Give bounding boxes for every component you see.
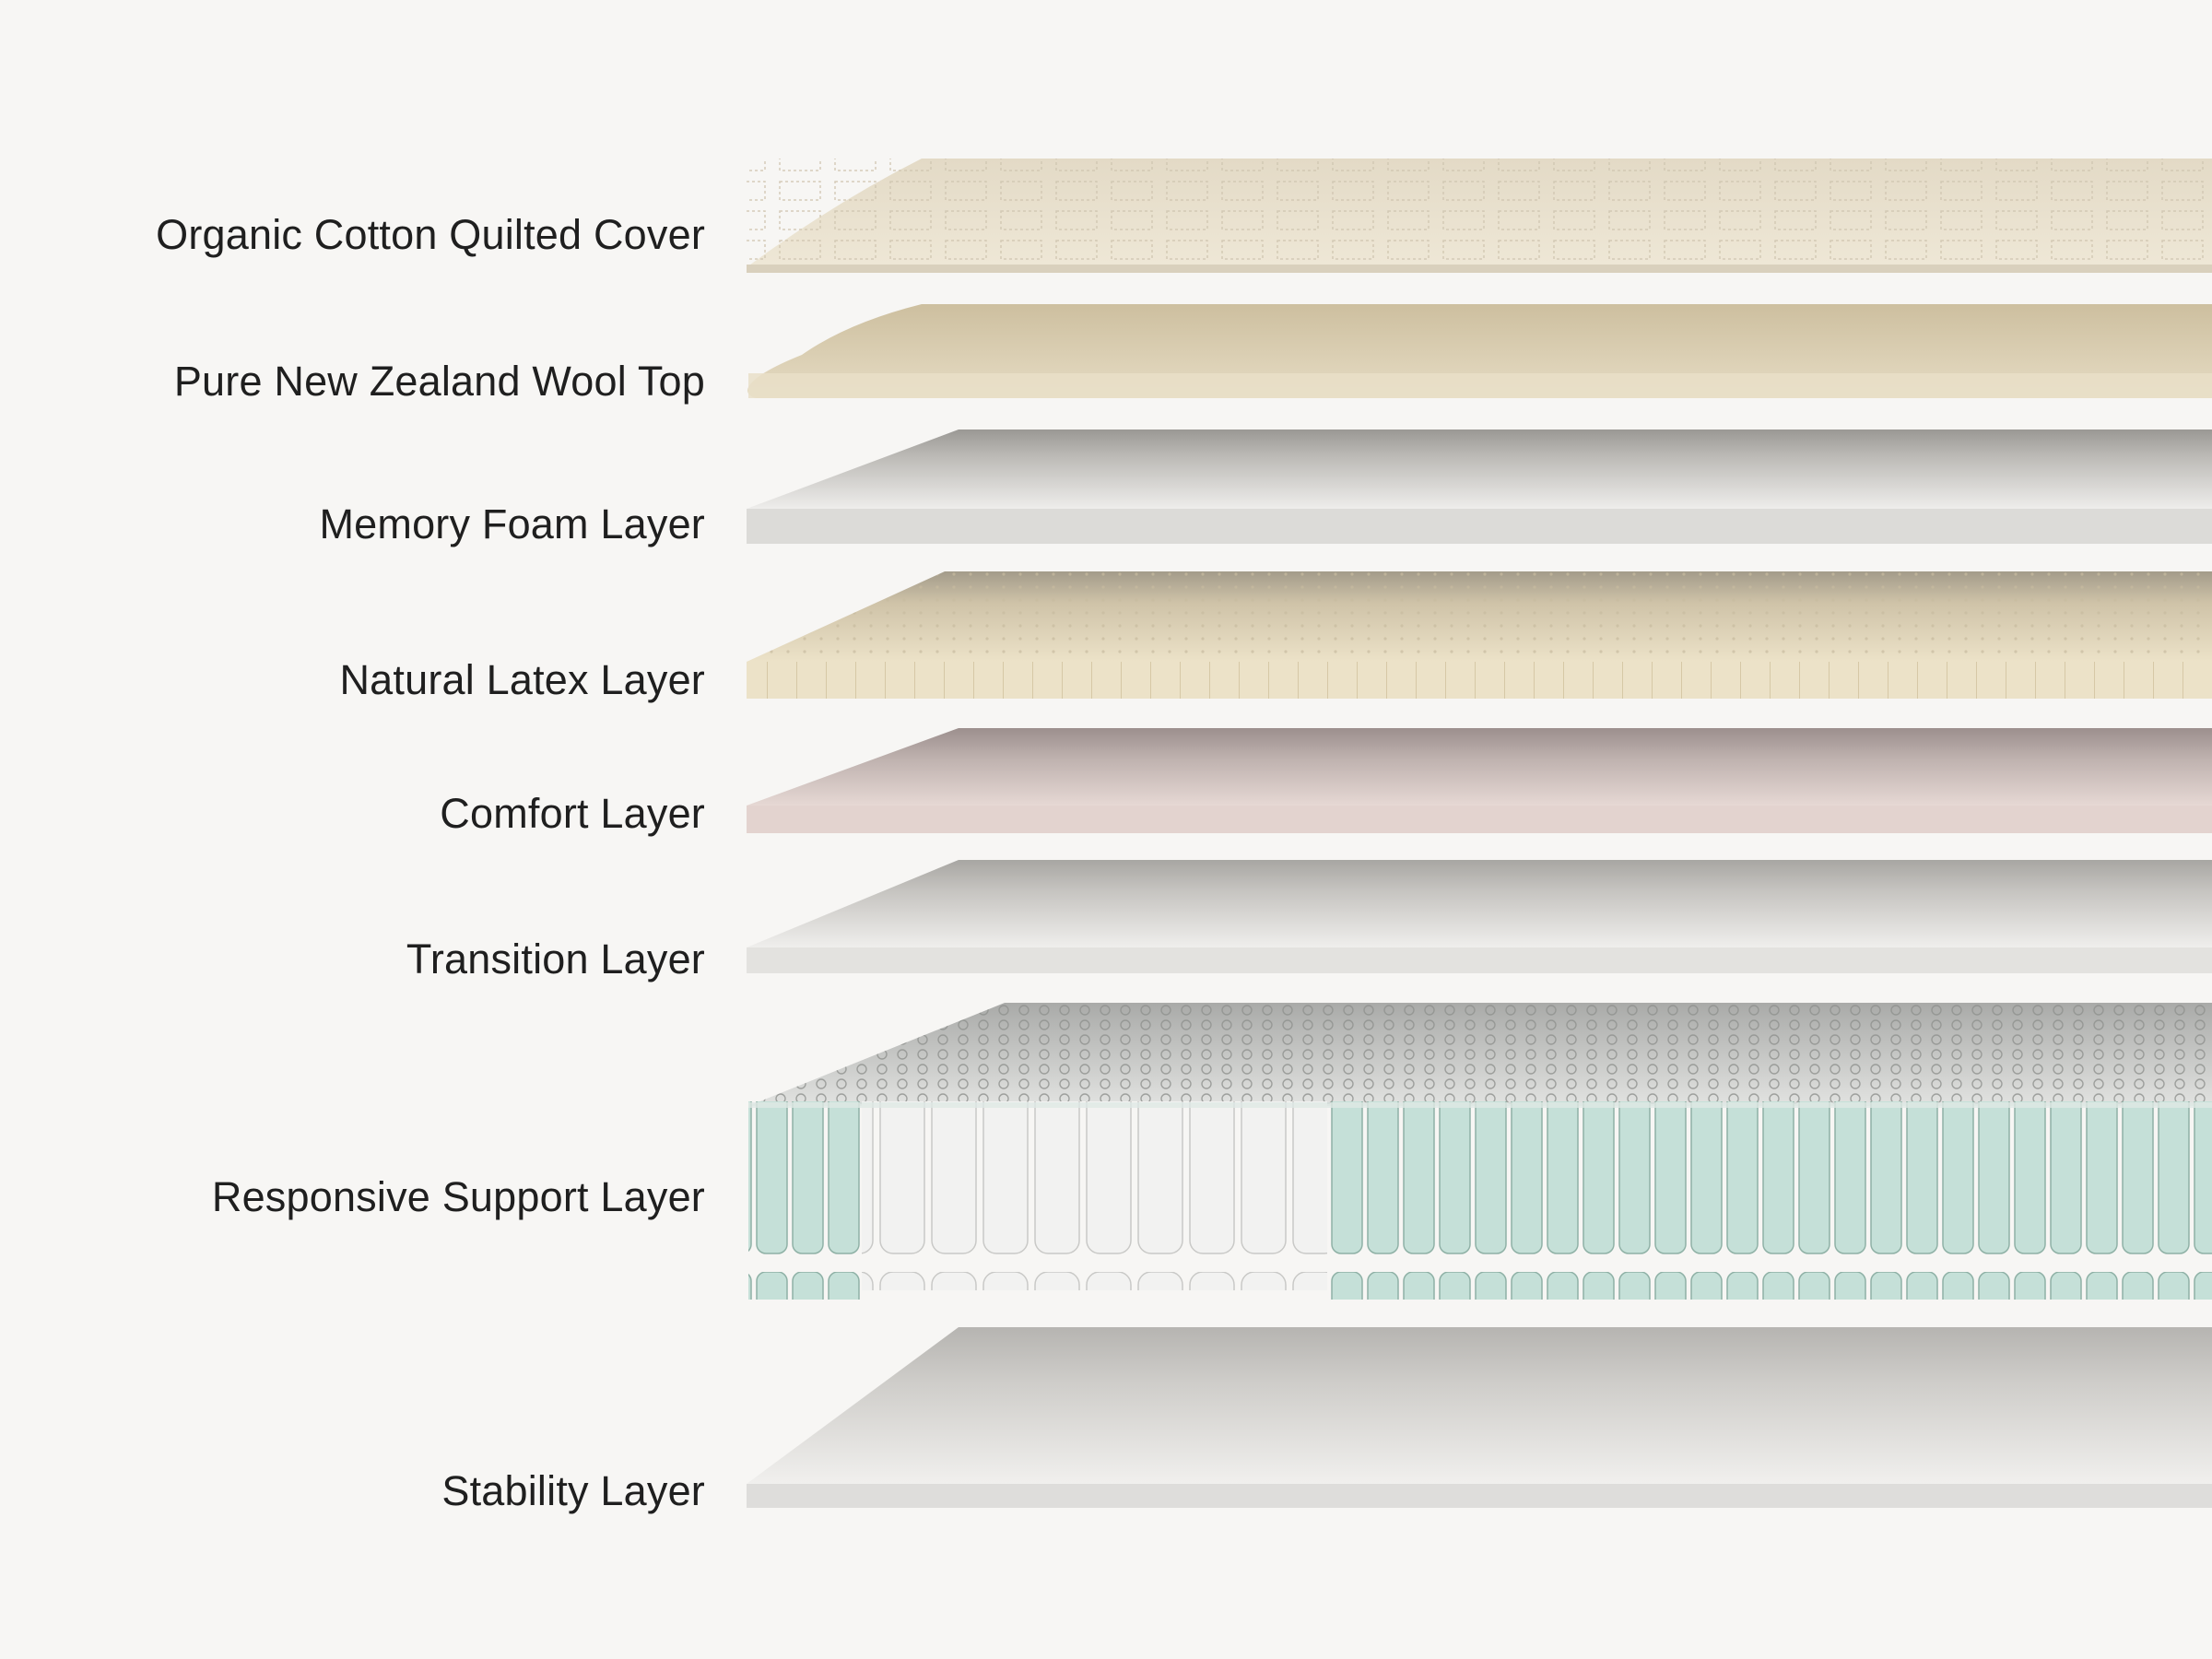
label-pure-new-zealand-wool-top: Pure New Zealand Wool Top [173,358,705,405]
label-natural-latex-layer: Natural Latex Layer [339,656,705,703]
label-stability-layer: Stability Layer [441,1467,705,1514]
support-layer-graphic [748,1003,2212,1300]
transition-layer-graphic [747,860,2212,973]
stability-layer-graphic [747,1327,2212,1508]
comfort-layer-graphic [747,728,2212,833]
memory-foam-layer-graphic [747,429,2212,544]
wool-layer-graphic [747,304,2212,398]
label-memory-foam-layer: Memory Foam Layer [319,500,705,547]
cover-layer-graphic [747,159,2212,273]
label-responsive-support-layer: Responsive Support Layer [211,1173,705,1220]
label-organic-cotton-quilted-cover: Organic Cotton Quilted Cover [156,211,705,258]
label-comfort-layer: Comfort Layer [440,790,705,837]
latex-layer-graphic [747,571,2212,699]
label-transition-layer: Transition Layer [406,935,705,982]
